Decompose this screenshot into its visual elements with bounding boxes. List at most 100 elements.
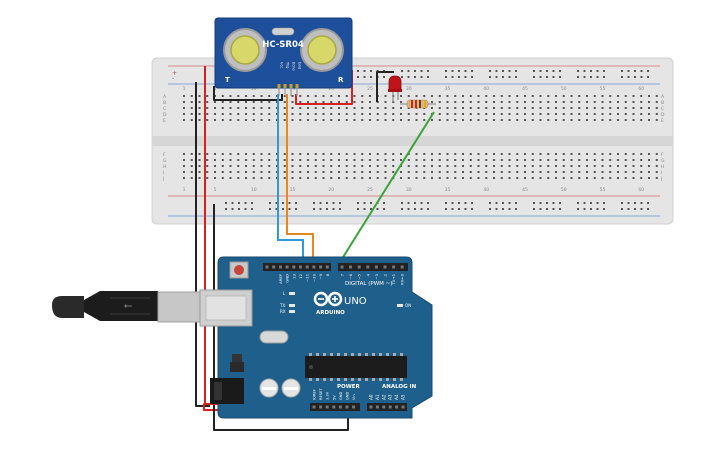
breadboard-hole bbox=[423, 95, 426, 97]
breadboard-hole bbox=[384, 113, 387, 115]
breadboard-hole bbox=[369, 153, 371, 155]
wire-echo-orange[interactable] bbox=[286, 94, 314, 262]
breadboard-hole bbox=[632, 107, 635, 109]
sensor-transducer-left-mesh bbox=[230, 35, 260, 65]
breadboard-hole bbox=[508, 113, 511, 115]
breadboard-hole bbox=[260, 177, 263, 179]
breadboard-hole bbox=[361, 95, 364, 97]
breadboard-hole bbox=[493, 165, 495, 167]
breadboard-hole bbox=[446, 119, 449, 121]
breadboard-hole bbox=[400, 95, 402, 97]
rail-hole bbox=[559, 76, 561, 78]
breadboard-hole bbox=[438, 119, 441, 121]
breadboard-hole bbox=[500, 177, 503, 179]
breadboard-hole bbox=[268, 113, 271, 115]
breadboard-hole bbox=[655, 101, 658, 103]
breadboard-hole bbox=[392, 159, 395, 161]
breadboard-hole bbox=[477, 171, 480, 173]
rail-hole bbox=[533, 208, 535, 210]
rail-hole bbox=[647, 70, 649, 72]
power-pin-label: RESET bbox=[319, 388, 323, 400]
header-hole bbox=[369, 405, 373, 409]
breadboard-hole bbox=[245, 101, 247, 103]
breadboard-hole bbox=[593, 165, 596, 167]
breadboard-hole bbox=[291, 171, 294, 173]
breadboard-hole bbox=[330, 165, 333, 167]
wire-led-green[interactable] bbox=[339, 111, 435, 263]
column-number: 50 bbox=[561, 86, 567, 92]
breadboard-hole bbox=[508, 107, 511, 109]
breadboard-hole bbox=[648, 113, 650, 115]
breadboard-hole bbox=[361, 113, 364, 115]
breadboard-hole bbox=[477, 107, 480, 109]
breadboard-hole bbox=[632, 171, 635, 173]
wire-led-gnd-black[interactable] bbox=[376, 71, 394, 102]
breadboard-hole bbox=[252, 153, 255, 155]
breadboard-hole bbox=[508, 177, 511, 179]
breadboard-hole bbox=[353, 159, 356, 161]
breadboard-hole bbox=[531, 101, 534, 103]
rail-hole bbox=[621, 208, 623, 210]
digital-pin-label: ~9 bbox=[318, 273, 323, 279]
wire-sensor-gnd-black[interactable] bbox=[213, 86, 283, 101]
resistor[interactable] bbox=[400, 99, 436, 109]
breadboard-hole bbox=[283, 107, 286, 109]
wire-trig-blue[interactable] bbox=[277, 94, 304, 262]
breadboard-hole bbox=[648, 177, 650, 179]
row-letter-left: I bbox=[163, 170, 164, 176]
breadboard-hole bbox=[562, 101, 565, 103]
rail-hole bbox=[357, 70, 359, 72]
breadboard-hole bbox=[252, 113, 255, 115]
reset-button[interactable] bbox=[234, 265, 244, 275]
breadboard-hole bbox=[330, 119, 333, 121]
chip-leg bbox=[344, 378, 347, 381]
breadboard-hole bbox=[539, 113, 542, 115]
chip-leg bbox=[309, 378, 312, 381]
rail-hole bbox=[647, 76, 649, 78]
breadboard-hole bbox=[229, 101, 232, 103]
breadboard-hole bbox=[485, 119, 488, 121]
usb-cable[interactable]: ⭠ bbox=[52, 291, 207, 323]
rail-hole bbox=[225, 208, 227, 210]
breadboard-hole bbox=[314, 159, 317, 161]
breadboard-hole bbox=[384, 171, 387, 173]
breadboard-hole bbox=[283, 153, 286, 155]
rail-hole bbox=[603, 70, 605, 72]
breadboard-hole bbox=[500, 95, 503, 97]
breadboard-hole bbox=[632, 119, 635, 121]
breadboard-hole bbox=[516, 107, 519, 109]
rail-hole bbox=[634, 76, 636, 78]
breadboard-hole bbox=[221, 177, 224, 179]
breadboard-hole bbox=[198, 95, 201, 97]
breadboard-hole bbox=[578, 95, 581, 97]
breadboard-hole bbox=[446, 113, 449, 115]
breadboard-hole bbox=[570, 159, 573, 161]
rail-hole bbox=[559, 208, 561, 210]
breadboard-hole bbox=[578, 165, 581, 167]
breadboard-hole bbox=[260, 107, 263, 109]
breadboard-hole bbox=[221, 119, 224, 121]
breadboard-center-channel bbox=[152, 136, 673, 146]
breadboard-hole bbox=[229, 113, 232, 115]
breadboard-hole bbox=[423, 113, 426, 115]
breadboard-hole bbox=[586, 165, 588, 167]
crystal-oscillator bbox=[259, 330, 289, 344]
row-letter-right: F bbox=[661, 152, 664, 158]
breadboard-hole bbox=[229, 171, 232, 173]
led[interactable] bbox=[388, 75, 402, 102]
rail-hole bbox=[502, 76, 504, 78]
wire-arduino-gnd-black-long[interactable] bbox=[195, 82, 210, 407]
rail-hole bbox=[552, 208, 555, 210]
rail-hole bbox=[539, 202, 542, 204]
breadboard-hole bbox=[601, 171, 604, 173]
breadboard-hole bbox=[454, 101, 457, 103]
rail-hole bbox=[495, 202, 498, 204]
breadboard-hole bbox=[655, 165, 658, 167]
breadboard-hole bbox=[539, 159, 542, 161]
analog-label: ANALOG IN bbox=[382, 384, 417, 390]
sensor-transducer-right-mesh bbox=[307, 35, 337, 65]
breadboard-hole bbox=[469, 95, 472, 97]
breadboard-hole bbox=[578, 119, 581, 121]
